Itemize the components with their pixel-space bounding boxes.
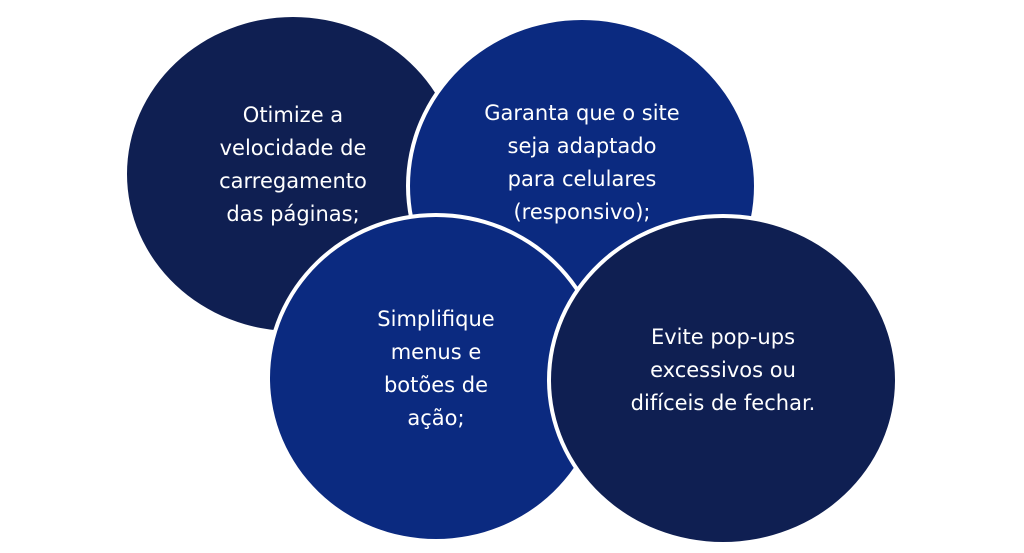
circle-text-line: Evite pop-ups [650, 324, 796, 349]
circle-text-line: seja adaptado [507, 134, 657, 158]
circle-text-line: ação; [407, 406, 465, 430]
circle-text-line: difíceis de fechar. [630, 390, 816, 415]
circle-text-line: Simplifique [377, 307, 495, 331]
circle-avoid-popups: Evite pop-ups excessivos ou difíceis de … [547, 214, 899, 546]
circle-text-line: velocidade de [219, 136, 367, 160]
circle-text-line: excessivos ou [650, 357, 796, 382]
circle-text-line: das páginas; [226, 202, 360, 226]
circle-responsive-text: Garanta que o site seja adaptado para ce… [484, 97, 679, 229]
circle-text-line: Otimize a [242, 103, 344, 127]
circle-simplify-menus-text: Simplifique menus e botões de ação; [377, 303, 494, 435]
circle-text-line: para celulares [507, 167, 657, 191]
circle-text-line: carregamento [219, 169, 367, 193]
circle-text-line: Garanta que o site [484, 101, 680, 125]
circle-text-line: menus e [390, 340, 482, 364]
circle-simplify-menus: Simplifique menus e botões de ação; [266, 213, 606, 543]
circle-avoid-popups-text: Evite pop-ups excessivos ou difíceis de … [631, 321, 816, 420]
circle-page-speed-text: Otimize a velocidade de carregamento das… [219, 99, 367, 231]
circle-text-line: (responsivo); [513, 200, 651, 224]
circle-text-line: botões de [383, 373, 489, 397]
